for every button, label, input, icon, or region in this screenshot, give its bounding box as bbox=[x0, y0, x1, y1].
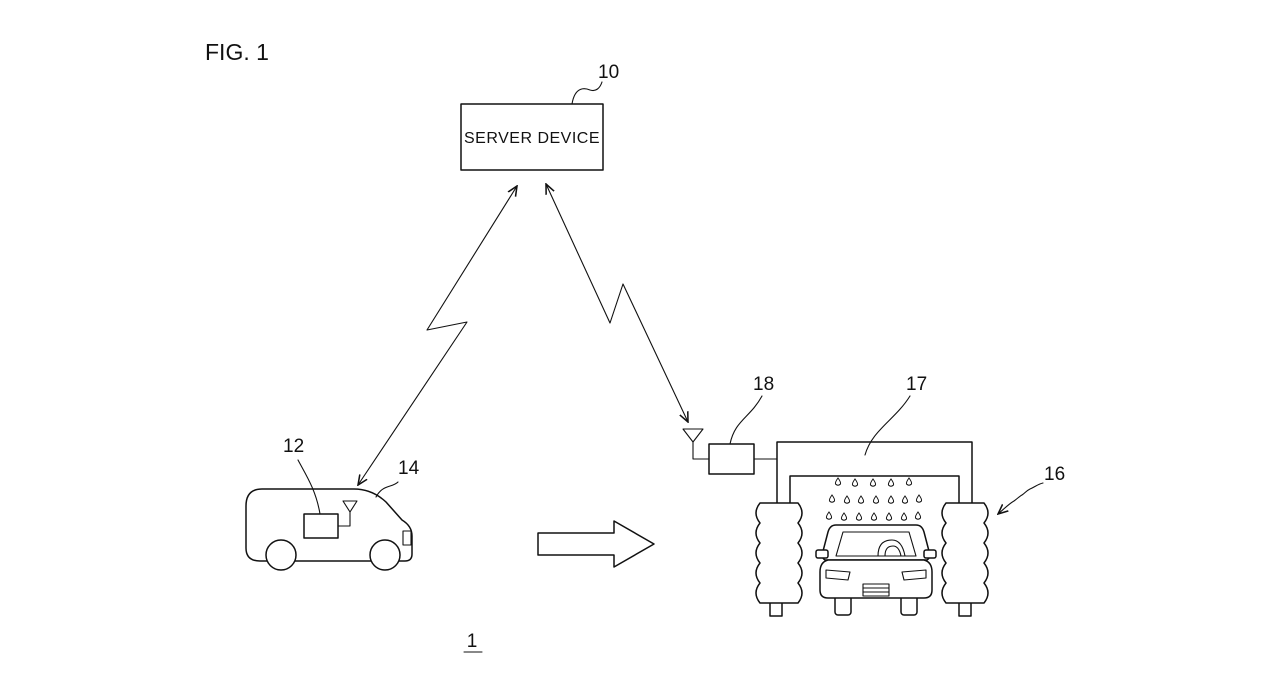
gantry-ref: 17 bbox=[906, 374, 927, 395]
onboard-device-box bbox=[303, 513, 339, 539]
water-drop bbox=[914, 511, 922, 520]
gantry-frame-inner bbox=[789, 475, 960, 513]
car-right-headlight bbox=[901, 569, 927, 581]
carwash-device-ref: 18 bbox=[753, 374, 774, 395]
server-ref: 10 bbox=[598, 62, 619, 83]
water-drop bbox=[855, 512, 863, 521]
water-spray bbox=[825, 477, 923, 521]
water-drop bbox=[887, 495, 895, 504]
right-brush-body bbox=[941, 502, 989, 604]
water-drop bbox=[857, 495, 865, 504]
car-steering bbox=[877, 539, 906, 557]
device-ref: 12 bbox=[283, 436, 304, 457]
figure-title: FIG. 1 bbox=[205, 39, 269, 65]
vehicle-server-link-arrow bbox=[358, 186, 517, 485]
car-cabin bbox=[821, 524, 931, 561]
right-brush bbox=[941, 502, 989, 617]
carwash-device-box bbox=[708, 443, 755, 475]
car-left-headlight bbox=[825, 569, 851, 581]
water-drop bbox=[828, 494, 836, 503]
water-drop bbox=[869, 478, 877, 487]
carwash-antenna-icon bbox=[682, 428, 704, 443]
car-body bbox=[819, 559, 933, 599]
onboard-antenna-wire bbox=[337, 511, 351, 527]
server-ref-leader bbox=[571, 81, 603, 105]
vehicle: 12 14 bbox=[245, 436, 420, 571]
carwash-antenna-wire bbox=[692, 441, 710, 460]
water-drop bbox=[887, 478, 895, 487]
water-drop bbox=[840, 512, 848, 521]
left-brush-body bbox=[755, 502, 803, 604]
water-drop bbox=[905, 477, 913, 486]
gantry-frame-outer bbox=[776, 441, 973, 513]
van-front-wheel bbox=[369, 539, 401, 571]
water-drop bbox=[851, 478, 859, 487]
water-drop bbox=[834, 477, 842, 486]
device-ref-leader bbox=[297, 459, 321, 515]
facility-ref: 16 bbox=[1044, 464, 1065, 485]
van-rear-wheel bbox=[265, 539, 297, 571]
car-wash-facility: 18 17 16 bbox=[682, 374, 1065, 617]
water-drop bbox=[843, 495, 851, 504]
car-grille bbox=[862, 583, 890, 597]
water-drop bbox=[915, 494, 923, 503]
left-brush bbox=[755, 502, 803, 617]
vehicle-ref: 14 bbox=[398, 458, 420, 479]
onboard-antenna-icon bbox=[342, 500, 358, 513]
water-drop bbox=[885, 512, 893, 521]
server-label: SERVER DEVICE bbox=[464, 130, 600, 147]
car-steering-inner bbox=[884, 545, 902, 557]
system-ref: 1 bbox=[467, 631, 478, 652]
car-left-mirror bbox=[815, 549, 829, 559]
water-drop bbox=[900, 512, 908, 521]
car-windshield bbox=[835, 531, 917, 557]
water-drop bbox=[901, 495, 909, 504]
van-body bbox=[245, 488, 413, 562]
water-drop bbox=[870, 512, 878, 521]
washed-car bbox=[815, 524, 937, 616]
server-device: SERVER DEVICE 10 bbox=[460, 62, 619, 171]
carwash-server-link-arrow bbox=[546, 184, 688, 422]
travel-direction-arrow bbox=[537, 520, 655, 568]
vehicle-ref-leader bbox=[375, 481, 399, 498]
server-box bbox=[460, 103, 604, 171]
carwash-device-ref-leader bbox=[729, 395, 763, 445]
facility-ref-leader bbox=[998, 482, 1044, 514]
gantry-ref-leader bbox=[864, 395, 911, 456]
car-right-mirror bbox=[923, 549, 937, 559]
water-drop bbox=[872, 495, 880, 504]
van-headlight bbox=[402, 530, 412, 546]
water-drop bbox=[825, 511, 833, 520]
